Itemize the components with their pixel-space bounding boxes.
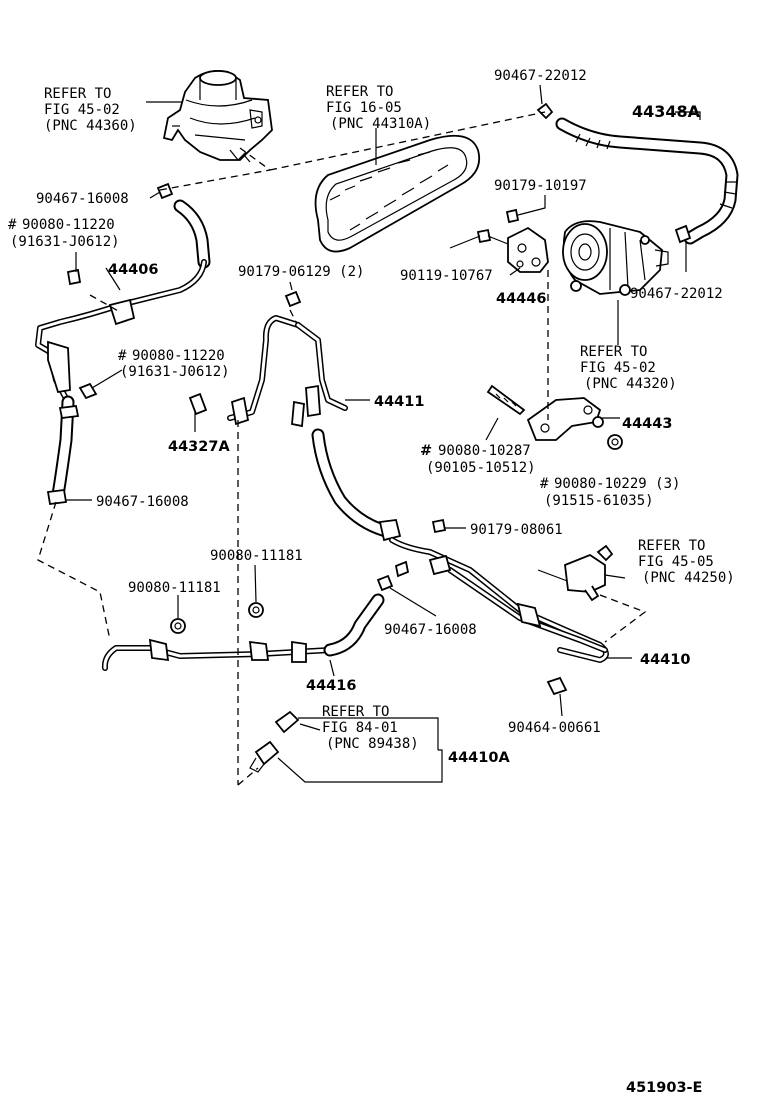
part-label-91631-J0612-b: (91631-J0612) xyxy=(120,364,230,380)
sensor-reference: REFER TO FIG 84-01 (PNC 89438) xyxy=(322,704,419,752)
reservoir-illustration xyxy=(162,69,273,163)
reservoir-reference: REFER TO FIG 45-02 (PNC 44360) xyxy=(44,86,137,134)
part-label-90080-10229: 90080-10229 (3) xyxy=(554,476,680,492)
part-label-44443: 44443 xyxy=(622,416,672,432)
diagram-code: 451903-E xyxy=(626,1080,702,1096)
mark-90080-11220-a: # xyxy=(8,217,17,233)
part-label-44327A: 44327A xyxy=(168,439,230,455)
gear-reference: REFER TO FIG 45-05 (PNC 44250) xyxy=(638,538,735,586)
part-label-44446: 44446 xyxy=(496,291,546,307)
bracket-44443-illustration xyxy=(486,384,623,450)
part-label-91631-J0612-a: (91631-J0612) xyxy=(10,234,120,250)
sensor-44410A-illustration xyxy=(249,710,300,773)
gear-ref-line2: FIG 45-05 xyxy=(638,554,714,570)
pipe-44416 xyxy=(101,593,385,671)
gear-ref-line3: (PNC 44250) xyxy=(642,570,735,586)
pipe-44411 xyxy=(188,290,348,428)
mark-90080-11220-b: # xyxy=(118,348,127,364)
leader-lines xyxy=(65,84,701,783)
pump-ref-line3: (PNC 44320) xyxy=(584,376,677,392)
part-label-90467-16008-b: 90467-16008 xyxy=(96,494,189,510)
part-label-90080-11220-b: 90080-11220 xyxy=(132,348,225,364)
mark-90080-10287: # xyxy=(420,443,432,459)
part-label-44416: 44416 xyxy=(306,678,356,694)
part-label-90467-16008-c: 90467-16008 xyxy=(384,622,477,638)
sensor-ref-line1: REFER TO xyxy=(322,704,389,720)
belt-ref-line1: REFER TO xyxy=(326,84,393,100)
pump-ref-line1: REFER TO xyxy=(580,344,647,360)
reservoir-ref-line1: REFER TO xyxy=(44,86,111,102)
part-label-90467-16008-a: 90467-16008 xyxy=(36,191,129,207)
part-label-90080-11181-a: 90080-11181 xyxy=(210,548,303,564)
part-label-90080-11181-b: 90080-11181 xyxy=(128,580,221,596)
part-label-90105-10512: (90105-10512) xyxy=(426,460,536,476)
part-label-44410: 44410 xyxy=(640,652,690,668)
pump-illustration xyxy=(562,220,669,296)
part-label-91515-61035: (91515-61035) xyxy=(544,493,654,509)
part-label-90179-10197: 90179-10197 xyxy=(494,178,587,194)
mark-90080-10229: # xyxy=(540,476,549,492)
belt-ref-line2: FIG 16-05 xyxy=(326,100,402,116)
belt-reference: REFER TO FIG 16-05 (PNC 44310A) xyxy=(326,84,431,132)
part-label-90464-00661: 90464-00661 xyxy=(508,720,601,736)
part-label-90179-06129: 90179-06129 (2) xyxy=(238,264,364,280)
part-label-90119-10767: 90119-10767 xyxy=(400,268,493,284)
part-label-44411: 44411 xyxy=(374,394,424,410)
hose-44348A xyxy=(536,102,739,245)
part-label-44406: 44406 xyxy=(108,262,158,278)
pump-ref-line2: FIG 45-02 xyxy=(580,360,656,376)
belt-ref-line3: (PNC 44310A) xyxy=(330,116,431,132)
part-label-90080-11220-a: 90080-11220 xyxy=(22,217,115,233)
pump-reference: REFER TO FIG 45-02 (PNC 44320) xyxy=(580,344,677,392)
part-label-90467-22012-top: 90467-22012 xyxy=(494,68,587,84)
part-label-44410A: 44410A xyxy=(448,750,510,766)
reservoir-ref-line3: (PNC 44360) xyxy=(44,118,137,134)
steering-gear-illustration xyxy=(537,544,626,602)
reference-lines xyxy=(37,111,647,786)
sensor-ref-line2: FIG 84-01 xyxy=(322,720,398,736)
part-label-90179-08061: 90179-08061 xyxy=(470,522,563,538)
bracket-44446-illustration xyxy=(476,208,549,273)
part-label-44348A: 44348A xyxy=(632,102,701,121)
sensor-ref-line3: (PNC 89438) xyxy=(326,736,419,752)
gear-ref-line1: REFER TO xyxy=(638,538,705,554)
reservoir-ref-line2: FIG 45-02 xyxy=(44,102,120,118)
part-label-90080-10287: 90080-10287 xyxy=(438,443,531,459)
part-label-90467-22012-right: 90467-22012 xyxy=(630,286,723,302)
hose-44410 xyxy=(311,428,609,696)
drive-belt-illustration xyxy=(314,134,481,253)
